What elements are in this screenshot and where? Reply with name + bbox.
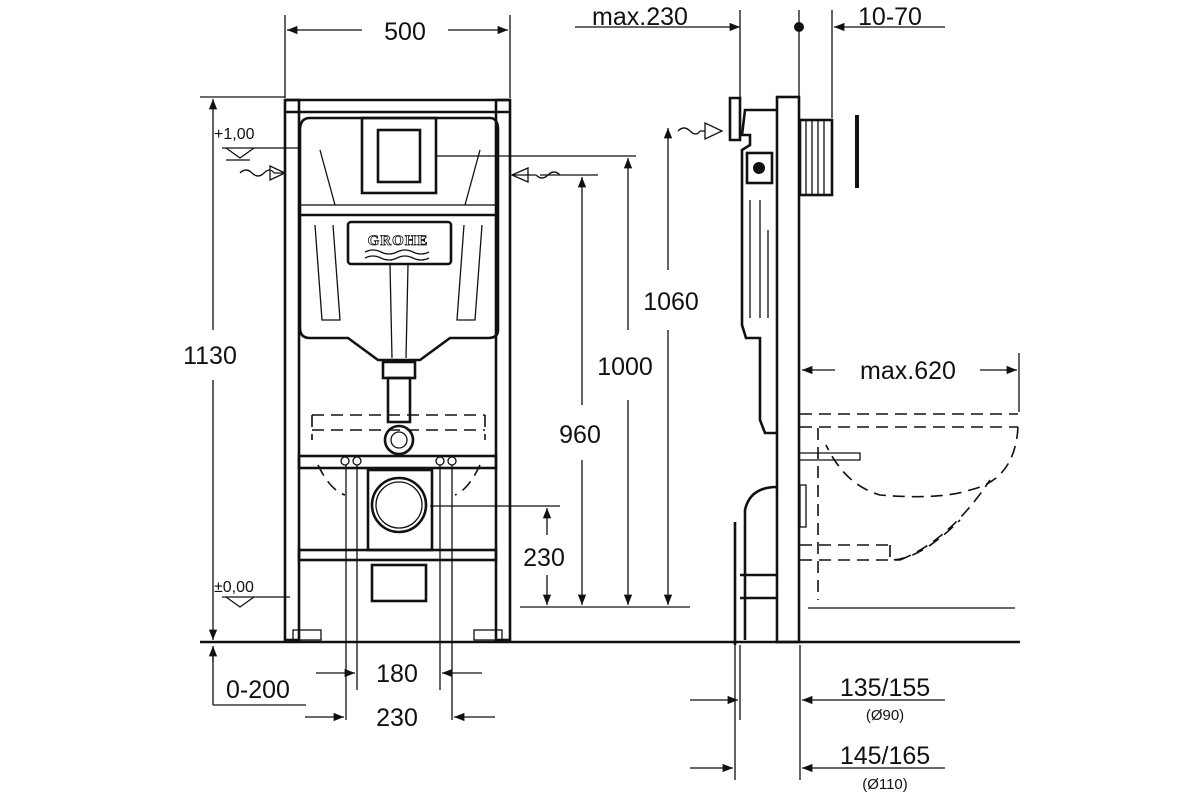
- dim-bolt-230: 230: [376, 704, 418, 732]
- dim-width-500: 500: [384, 18, 426, 46]
- dim-bowl-max-620: max.620: [860, 357, 956, 385]
- side-supply-arrow: [677, 121, 724, 141]
- wc-bowl-outline: [799, 413, 1019, 600]
- dim-drain-135-155: 135/155: [840, 674, 930, 702]
- level-mark-plus-1: +1,00: [214, 126, 255, 143]
- dim-height-960: 960: [559, 421, 601, 449]
- dim-floor-offset: 0-200: [226, 676, 290, 704]
- dim-drain-145-165: 145/165: [840, 742, 930, 770]
- dim-drain-height-230: 230: [523, 544, 565, 572]
- front-frame: [283, 98, 512, 642]
- grohe-logo-plate: [346, 220, 453, 266]
- dim-height-1130: 1130: [183, 342, 237, 370]
- dim-drain-dia-110: (Ø110): [862, 776, 908, 793]
- flush-plate-mount: [798, 118, 834, 197]
- water-supply-left: [239, 164, 287, 182]
- dim-height-1000: 1000: [597, 353, 653, 381]
- cistern: GROHE: [298, 116, 500, 720]
- dim-wall-10-70: 10-70: [858, 3, 922, 31]
- dim-bolt-180: 180: [376, 660, 418, 688]
- level-mark-zero: ±0,00: [214, 579, 254, 596]
- side-frame: [728, 95, 859, 645]
- dim-height-1060: 1060: [643, 288, 699, 316]
- dim-supply-max-230: max.230: [592, 3, 688, 31]
- grohe-logo: GROHE: [368, 233, 429, 249]
- dim-drain-dia-90: (Ø90): [866, 707, 904, 724]
